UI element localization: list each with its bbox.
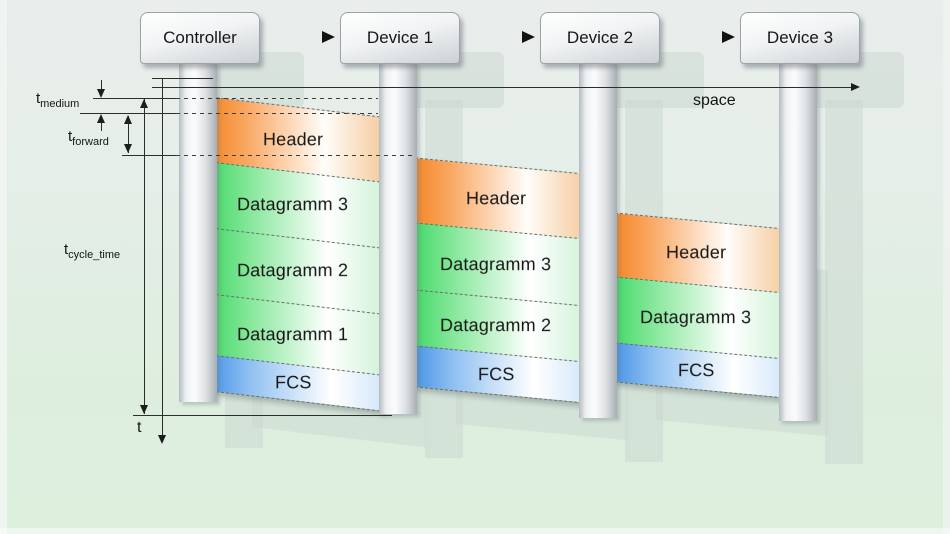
image-right-edge — [943, 0, 950, 534]
t-cycle-time-label: tcycle_time — [64, 241, 121, 261]
t-forward-down-arrow-icon — [124, 144, 132, 153]
t-axis-origin-tick — [152, 78, 213, 79]
t-medium-upper-arrow-icon — [97, 89, 105, 98]
time-axis-arrow-icon — [158, 435, 166, 444]
t-cycle-dim-line — [144, 99, 145, 414]
band-label: Datagramm 1 — [237, 323, 349, 344]
t-cycle-down-arrow-icon — [140, 405, 148, 414]
band-label: Datagramm 3 — [237, 194, 349, 215]
device1-stem — [379, 62, 417, 414]
t-forward-dim-line — [128, 116, 129, 153]
flow-arrow-icon — [522, 31, 535, 43]
t-medium-label: tmedium — [36, 90, 80, 110]
t-forward-label: tforward — [68, 128, 109, 148]
node-box-device-3: Device 3 — [740, 12, 860, 64]
t-medium-lower-arrow-icon — [97, 114, 105, 123]
space-axis-arrow-icon — [851, 83, 860, 91]
t-medium-upper-stem — [101, 80, 102, 95]
image-left-edge — [0, 0, 7, 534]
band-label: Header — [262, 128, 324, 149]
device3-stem — [779, 62, 817, 421]
band-label: FCS — [477, 363, 515, 384]
flow-arrow-icon — [322, 31, 335, 43]
cycle-end-line — [133, 415, 392, 416]
band-label: FCS — [274, 372, 312, 393]
flow-arrow-icon — [722, 31, 735, 43]
controller-stem — [179, 62, 217, 402]
t-medium-bottom-line — [80, 113, 176, 114]
band-label: Datagramm 3 — [440, 253, 552, 274]
band-label: Datagramm 2 — [237, 260, 349, 281]
image-bottom-edge — [0, 528, 950, 534]
t-medium-top-line — [93, 98, 176, 99]
band-label: Header — [665, 242, 727, 263]
space-axis-label: space — [693, 92, 736, 109]
node-label: Controller — [163, 28, 237, 47]
node-label: Device 3 — [766, 28, 834, 47]
band-label: Header — [465, 187, 527, 208]
t-forward-dashes — [176, 155, 414, 156]
ghost-device3-stem — [825, 100, 863, 464]
t-forward-up-arrow-icon — [124, 115, 132, 124]
node-label: Device 1 — [366, 28, 434, 47]
band-label: Datagramm 3 — [640, 307, 752, 328]
t-medium-top-dashes — [176, 98, 378, 99]
t-medium-lower-stem — [101, 116, 102, 131]
node-box-controller: Controller — [140, 12, 260, 64]
node-label: Device 2 — [566, 28, 634, 47]
t-medium-bottom-dashes — [176, 113, 378, 114]
band-label: FCS — [677, 359, 715, 380]
t-cycle-up-arrow-icon — [140, 99, 148, 108]
t-forward-line — [122, 155, 176, 156]
band-label: Datagramm 2 — [440, 315, 552, 336]
time-axis-label: t — [137, 419, 142, 436]
device2-stem — [579, 62, 617, 418]
time-axis — [162, 79, 163, 437]
node-box-device-2: Device 2 — [540, 12, 660, 64]
node-box-device-1: Device 1 — [340, 12, 460, 64]
space-axis — [152, 87, 852, 88]
